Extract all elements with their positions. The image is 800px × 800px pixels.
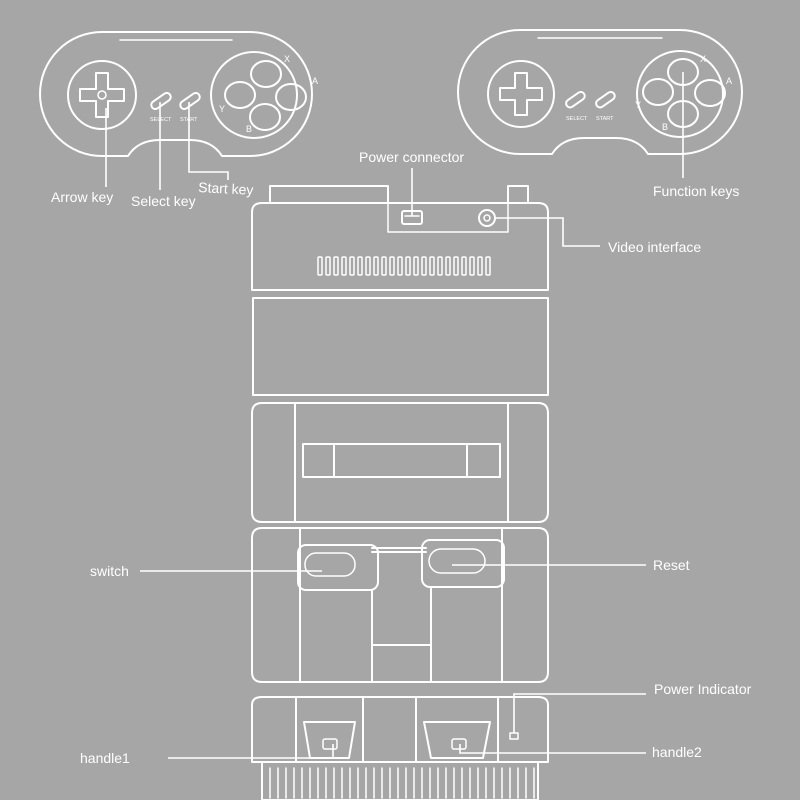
leader-start-key xyxy=(188,102,229,180)
leader-handle2 xyxy=(459,744,646,754)
vent-slot xyxy=(389,256,395,276)
control-section xyxy=(251,527,549,683)
left-label-b: B xyxy=(246,124,252,134)
left-button-b xyxy=(249,103,281,131)
vent-slot xyxy=(333,256,339,276)
left-dpad-cross-icon xyxy=(79,72,125,118)
left-label-a: A xyxy=(312,76,318,86)
vent-slot xyxy=(373,256,379,276)
rear-vents xyxy=(317,256,491,276)
label-start-key: Start key xyxy=(198,179,254,198)
left-start-button xyxy=(179,91,201,111)
power-indicator-led xyxy=(509,732,519,740)
left-dpad-ring xyxy=(67,60,137,130)
right-select-button xyxy=(565,90,586,109)
left-button-a xyxy=(275,83,307,111)
left-select-button xyxy=(150,91,172,111)
vent-slot xyxy=(397,256,403,276)
cartridge-body xyxy=(251,402,549,523)
right-select-text: SELECT xyxy=(566,116,588,122)
vent-slot xyxy=(357,256,363,276)
console-front xyxy=(251,696,549,800)
vent-slot xyxy=(437,256,443,276)
handle2-port xyxy=(423,721,491,759)
label-arrow-key: Arrow key xyxy=(51,189,113,205)
control-body xyxy=(251,527,549,683)
right-start-text: START xyxy=(596,116,614,122)
vent-slot xyxy=(349,256,355,276)
vent-slot xyxy=(381,256,387,276)
left-button-x xyxy=(250,60,282,88)
label-reset: Reset xyxy=(653,557,690,573)
right-dpad-cross-icon xyxy=(499,72,543,116)
rear-panel xyxy=(251,202,549,291)
label-power-connector: Power connector xyxy=(359,149,464,165)
handle1-port xyxy=(303,721,356,759)
front-grille xyxy=(269,767,535,799)
left-button-y xyxy=(224,81,256,109)
right-label-x: X xyxy=(700,54,706,64)
left-label-x: X xyxy=(284,54,290,64)
label-handle2: handle2 xyxy=(652,744,702,760)
right-face-buttons-ring xyxy=(636,50,724,138)
vent-slot xyxy=(413,256,419,276)
vent-slot xyxy=(485,256,491,276)
right-button-a xyxy=(694,79,726,107)
label-handle1: handle1 xyxy=(80,750,130,766)
video-interface-port xyxy=(478,209,496,227)
leader-power-indicator xyxy=(513,693,646,733)
vent-slot xyxy=(461,256,467,276)
front-panel xyxy=(251,696,549,763)
right-label-b: B xyxy=(662,122,668,132)
console-top-plate xyxy=(252,297,549,396)
left-label-y: Y xyxy=(219,104,225,114)
label-video-interface: Video interface xyxy=(608,239,701,255)
right-controller: SELECT START X A Y B xyxy=(457,29,743,155)
callout-labels: Arrow key Select key Start key Power con… xyxy=(51,149,752,766)
vent-slot xyxy=(453,256,459,276)
right-controller-body xyxy=(457,29,743,155)
label-function-keys: Function keys xyxy=(653,183,739,199)
right-button-y xyxy=(642,78,674,106)
vent-slot xyxy=(341,256,347,276)
vent-slot xyxy=(317,256,323,276)
vent-slot xyxy=(429,256,435,276)
vent-slot xyxy=(469,256,475,276)
vent-slot xyxy=(445,256,451,276)
vent-slot xyxy=(405,256,411,276)
cartridge-section xyxy=(251,402,549,523)
vent-slot xyxy=(477,256,483,276)
right-label-a: A xyxy=(726,76,732,86)
left-controller-body xyxy=(39,31,313,157)
label-select-key: Select key xyxy=(131,193,196,209)
leader-video-interface xyxy=(495,217,600,247)
vent-slot xyxy=(325,256,331,276)
console-rear xyxy=(251,185,549,291)
leader-lines xyxy=(105,72,684,759)
left-controller: SELECT START X A Y B xyxy=(39,31,318,157)
right-start-button xyxy=(595,90,616,109)
left-select-text: SELECT xyxy=(150,117,172,123)
vent-slot xyxy=(421,256,427,276)
leader-handle1 xyxy=(168,744,334,759)
label-switch: switch xyxy=(90,563,129,579)
left-face-buttons-ring xyxy=(210,51,298,139)
label-power-indicator: Power Indicator xyxy=(654,681,752,697)
right-dpad-ring xyxy=(487,60,555,128)
cartridge-slot xyxy=(302,443,501,478)
reset-button xyxy=(421,539,505,588)
power-switch xyxy=(297,544,379,591)
right-label-y: Y xyxy=(635,100,641,110)
vent-slot xyxy=(365,256,371,276)
